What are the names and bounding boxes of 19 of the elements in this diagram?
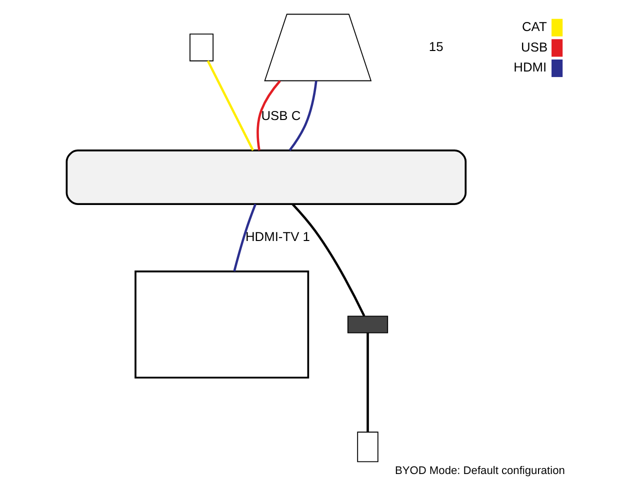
legend-label: USB xyxy=(520,39,548,54)
connector xyxy=(206,60,254,151)
caption: BYOD Mode: Default configuration xyxy=(394,465,564,478)
edge-label: HDMI-TV 1 xyxy=(244,229,310,244)
node-jack xyxy=(189,34,214,62)
node-outlet xyxy=(356,432,378,462)
connector xyxy=(366,333,368,432)
connector xyxy=(291,203,365,317)
legend-label: CAT xyxy=(521,19,546,34)
connector xyxy=(288,80,317,151)
node-display xyxy=(134,270,309,379)
node-bar xyxy=(65,150,466,205)
legend-label: HDMI xyxy=(513,60,546,75)
connector xyxy=(232,204,256,272)
connector xyxy=(256,80,280,150)
node-box xyxy=(346,316,388,334)
label: 15 xyxy=(428,38,443,54)
edge-label: USB C xyxy=(260,108,300,124)
node-laptop xyxy=(264,14,372,82)
